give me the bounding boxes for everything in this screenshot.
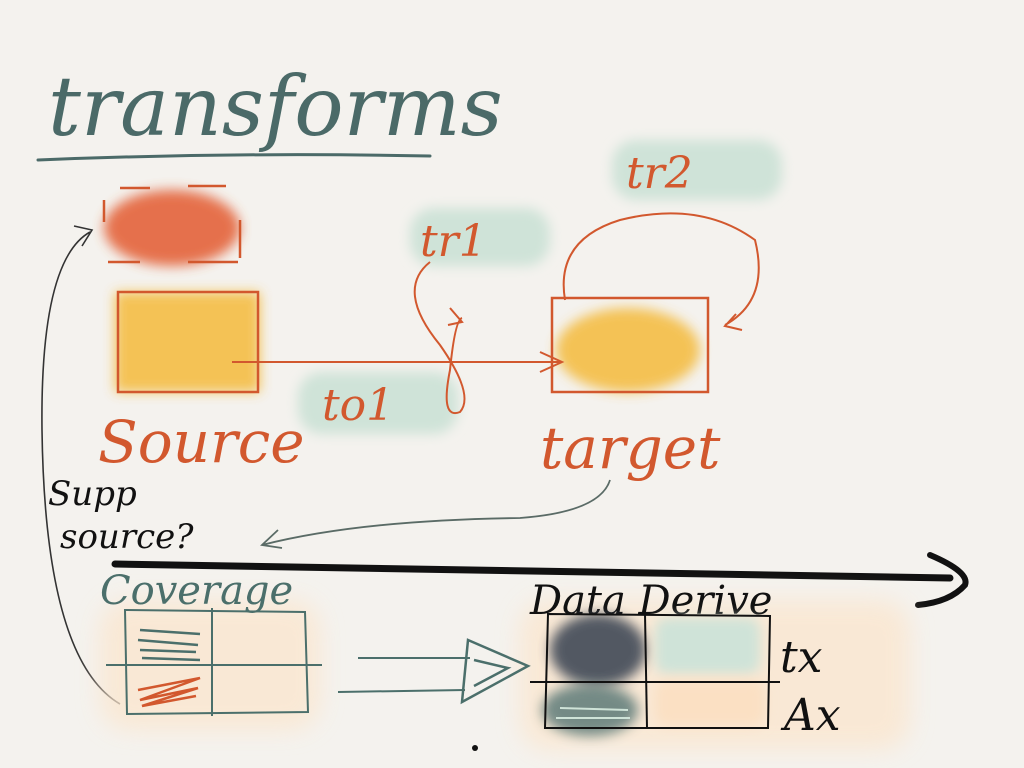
- data-derive-label: Data Derive: [529, 578, 772, 624]
- coverage-scribble-teal: [137, 628, 201, 662]
- stray-dot: [472, 745, 478, 751]
- ax-label: Ax: [780, 690, 841, 741]
- orange-blob: [102, 184, 242, 266]
- side-loop-arrow: [41, 225, 121, 705]
- coverage-scribble-orange: [137, 676, 201, 708]
- to1-wash: [298, 372, 458, 434]
- target-label: target: [540, 414, 721, 482]
- derive-arrowhead: [460, 638, 531, 705]
- target-coverage-arrow: [260, 479, 611, 549]
- tr1-loop: [413, 261, 466, 415]
- tr2-label: tr2: [626, 148, 693, 199]
- target-box: [550, 296, 710, 394]
- tr1-label: tr1: [420, 216, 487, 267]
- timeline-arrowhead: [915, 552, 969, 608]
- to1-label: to1: [322, 380, 394, 431]
- source-box: [115, 290, 260, 394]
- title: transforms: [48, 60, 503, 155]
- coverage-derive-arrow: [337, 657, 470, 693]
- title-underline: [36, 153, 432, 162]
- tx-label: tx: [780, 632, 823, 683]
- supp-label-line1: Supp: [48, 474, 137, 514]
- coverage-label: Coverage: [100, 568, 293, 614]
- derive-scribble: [556, 707, 630, 719]
- supp-label-line2: source?: [60, 517, 194, 557]
- tr2-loop: [562, 212, 760, 331]
- tr2-wash: [612, 140, 782, 200]
- derive-washes: [542, 614, 765, 736]
- derive-table: [530, 612, 780, 729]
- coverage-table: [106, 608, 322, 716]
- tr1-wash: [410, 208, 550, 266]
- source-target-arrow: [232, 351, 565, 373]
- source-label: Source: [98, 408, 305, 476]
- timeline-arrow: [111, 560, 954, 582]
